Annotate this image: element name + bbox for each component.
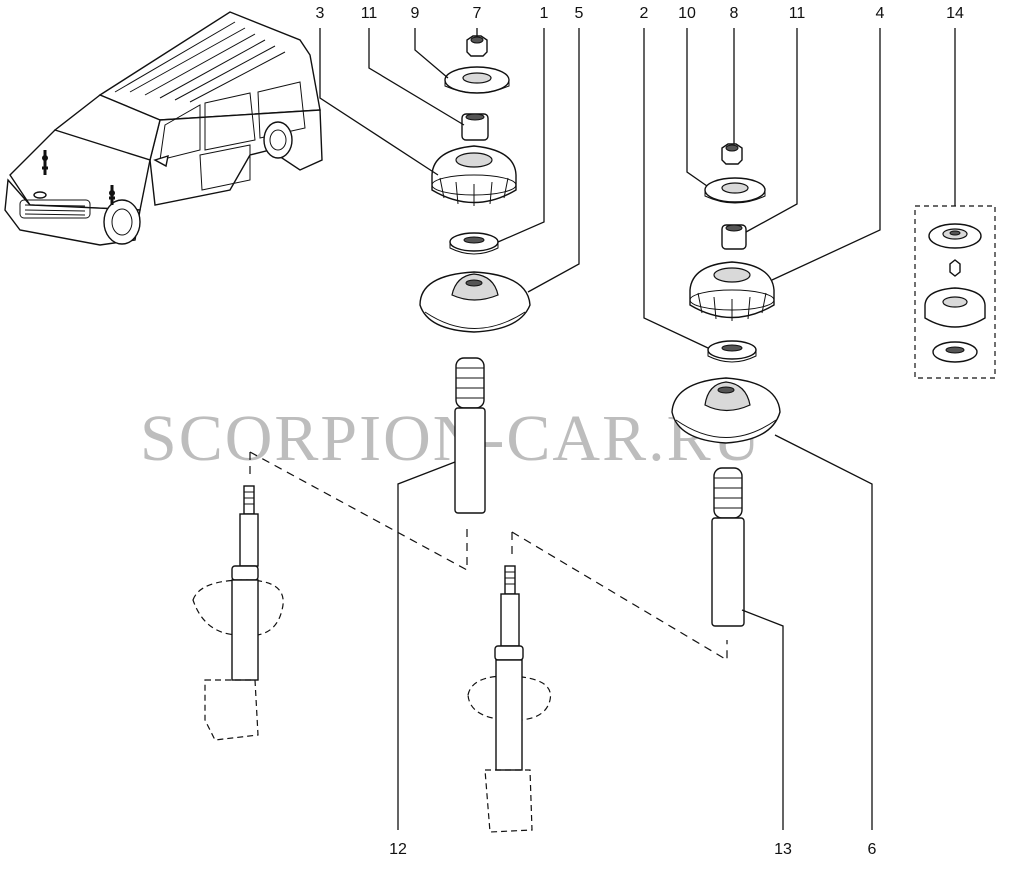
callout-3: 3: [316, 5, 325, 22]
callout-4: 4: [876, 5, 885, 22]
kit-14: [914, 205, 996, 379]
bushing-11: [461, 113, 489, 141]
bearing-ring-1: [449, 232, 499, 255]
callout-2: 2: [640, 5, 649, 22]
callout-10: 10: [678, 5, 696, 22]
callout-numbers: 3 11 9 7 1 5 2 10 8 11 4 14 12 13 6: [316, 5, 964, 858]
bearing-ring-2: [707, 340, 757, 363]
callout-9: 9: [411, 5, 420, 22]
strut-support-3: [431, 145, 517, 206]
callout-12: 12: [389, 841, 407, 858]
left-part-stack: [419, 35, 531, 514]
nut-8: [721, 143, 743, 165]
spring-plate-6: [671, 377, 781, 444]
callout-14: 14: [946, 5, 964, 22]
watermark: SCORPION-CAR.RU: [140, 402, 762, 475]
right-part-stack: [671, 143, 781, 627]
callout-11-left: 11: [361, 5, 378, 22]
car-illustration: [4, 11, 323, 246]
washer-10: [704, 177, 766, 204]
bushing-11-right: [721, 224, 747, 250]
callout-8: 8: [730, 5, 739, 22]
assembly-guide-lines: [249, 451, 728, 662]
callout-7: 7: [473, 5, 482, 22]
callout-11-right: 11: [789, 5, 806, 22]
callout-1: 1: [540, 5, 549, 22]
callout-13: 13: [774, 841, 792, 858]
nut-7: [466, 35, 488, 57]
strut-support-4: [689, 261, 775, 321]
bump-stop-boot-12: [454, 357, 486, 514]
shock-absorber-center: [467, 565, 552, 833]
washer-9: [444, 66, 510, 94]
callout-6: 6: [868, 841, 877, 858]
leader-lines: [319, 28, 956, 830]
shock-absorber-left: [192, 485, 284, 741]
callout-5: 5: [575, 5, 584, 22]
bump-stop-boot-13: [711, 467, 745, 627]
spring-plate-5: [419, 271, 531, 333]
